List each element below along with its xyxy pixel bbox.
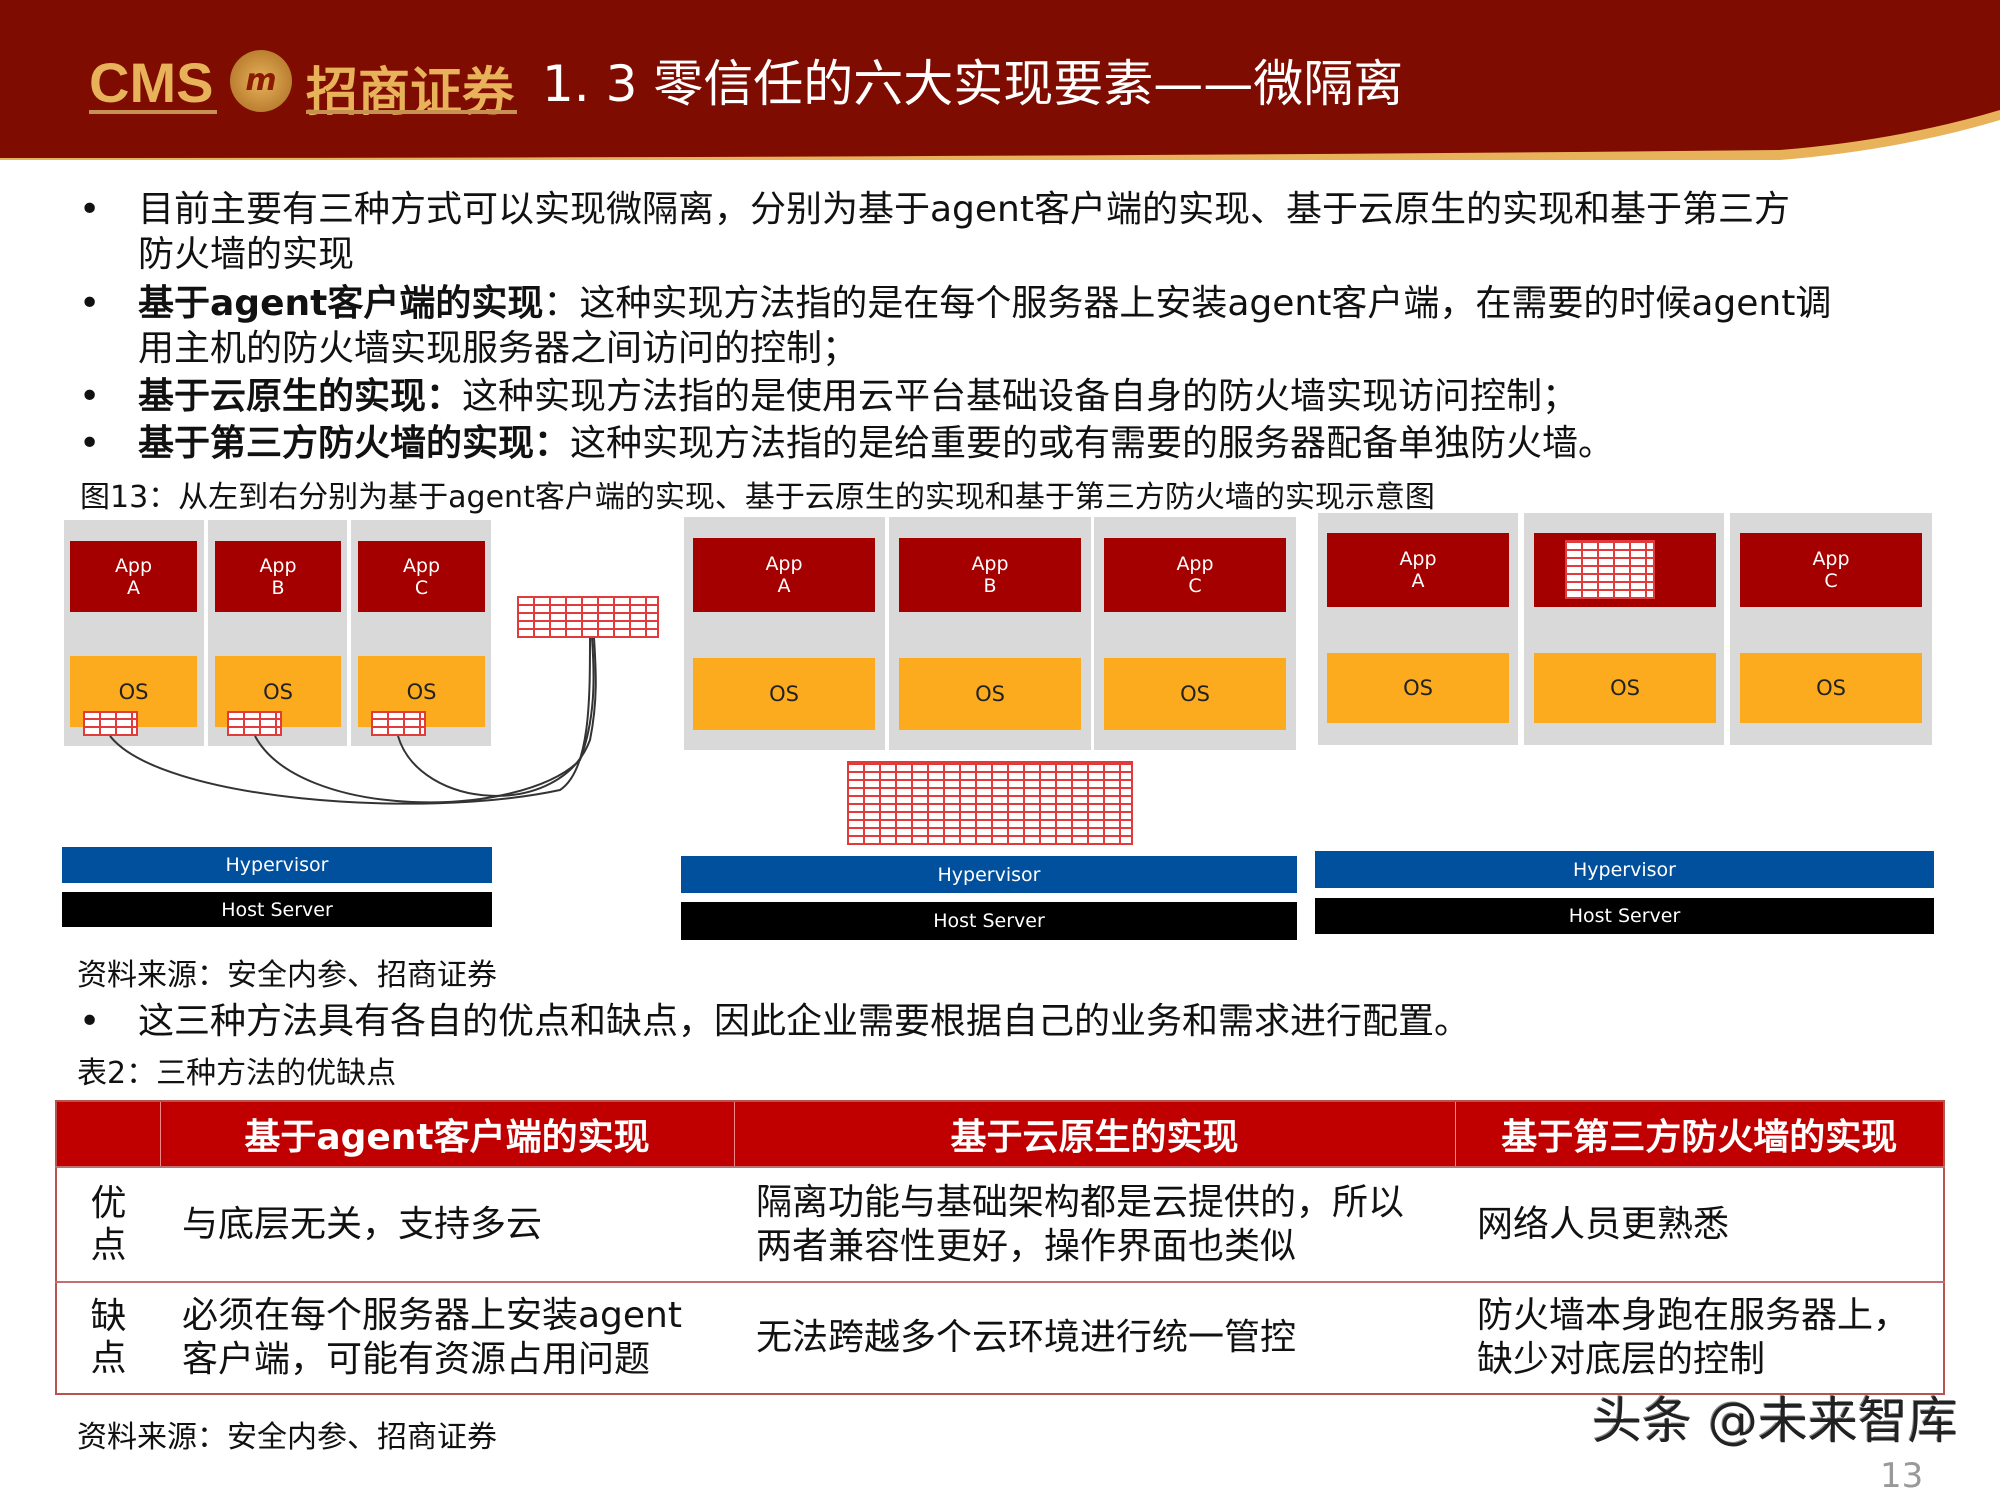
table-row: 优点 与底层无关，支持多云 隔离功能与基础架构都是云提供的，所以两者兼容性更好，… xyxy=(56,1166,1944,1282)
hypervisor-bar: Hypervisor xyxy=(1315,851,1934,888)
host-server-bar: Host Server xyxy=(1315,898,1934,934)
host-server-bar: Host Server xyxy=(62,892,492,927)
os-box: OS xyxy=(1740,653,1922,723)
logo-underline xyxy=(306,110,517,114)
os-box: OS xyxy=(1327,653,1509,723)
table-header-row: 基于agent客户端的实现 基于云原生的实现 基于第三方防火墙的实现 xyxy=(56,1101,1944,1167)
os-box: OS xyxy=(1104,658,1286,730)
source-note: 资料来源：安全内参、招商证券 xyxy=(77,1420,497,1455)
table-caption: 表2：三种方法的优缺点 xyxy=(77,1056,397,1091)
firewall-icon xyxy=(227,711,282,736)
os-box: OS xyxy=(1534,653,1716,723)
os-box: OS xyxy=(693,658,875,730)
page-number: 13 xyxy=(1880,1456,1924,1496)
firewall-icon xyxy=(517,596,659,638)
watermark: 头条 @未来智库 xyxy=(1592,1392,1958,1450)
logo-emblem-icon: m xyxy=(230,50,292,112)
comparison-table: 基于agent客户端的实现 基于云原生的实现 基于第三方防火墙的实现 优点 与底… xyxy=(55,1100,1945,1395)
hypervisor-bar: Hypervisor xyxy=(681,856,1297,893)
page-title: 1. 3 零信任的六大实现要素——微隔离 xyxy=(542,55,1404,113)
host-server-bar: Host Server xyxy=(681,902,1297,940)
logo-underline xyxy=(89,110,217,114)
firewall-icon xyxy=(371,711,426,736)
os-box: OS xyxy=(899,658,1081,730)
firewall-icon xyxy=(83,711,138,736)
figure-caption: 图13：从左到右分别为基于agent客户端的实现、基于云原生的实现和基于第三方防… xyxy=(80,480,1435,515)
firewall-icon xyxy=(1565,540,1655,599)
table-row: 缺点 必须在每个服务器上安装agent客户端，可能有资源占用问题 无法跨越多个云… xyxy=(56,1281,1944,1394)
logo-cms: CMS xyxy=(89,51,214,114)
hypervisor-bar: Hypervisor xyxy=(62,847,492,883)
firewall-icon xyxy=(847,761,1133,845)
source-note: 资料来源：安全内参、招商证券 xyxy=(77,958,497,993)
header-band xyxy=(0,0,2000,160)
